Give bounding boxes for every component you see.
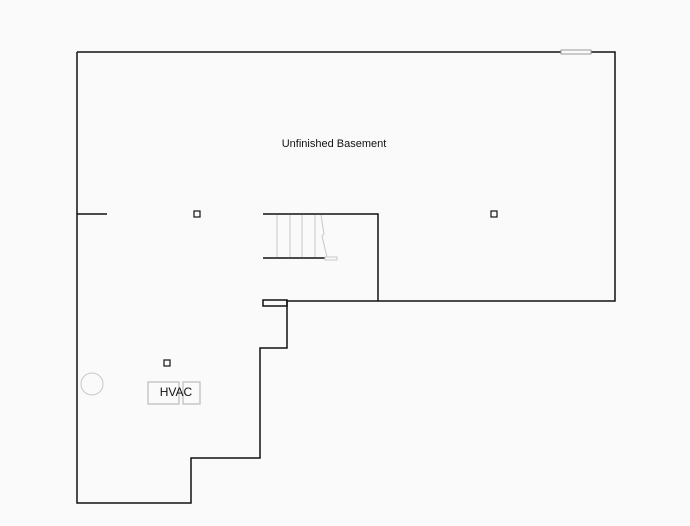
stair-treads	[276, 214, 338, 261]
exterior-wall	[76, 51, 616, 504]
water-heater-icon	[80, 372, 104, 396]
stair-landing-block	[262, 299, 288, 307]
support-post	[193, 210, 201, 218]
hvac-unit	[147, 381, 180, 405]
hvac-unit-secondary	[182, 381, 201, 405]
stair-arrow-icon	[320, 214, 328, 258]
hvac-label: HVAC	[160, 385, 193, 399]
support-post	[490, 210, 498, 218]
stair-wall	[263, 213, 379, 301]
window	[560, 49, 592, 55]
room-label: Unfinished Basement	[282, 138, 387, 150]
support-post	[163, 359, 171, 367]
